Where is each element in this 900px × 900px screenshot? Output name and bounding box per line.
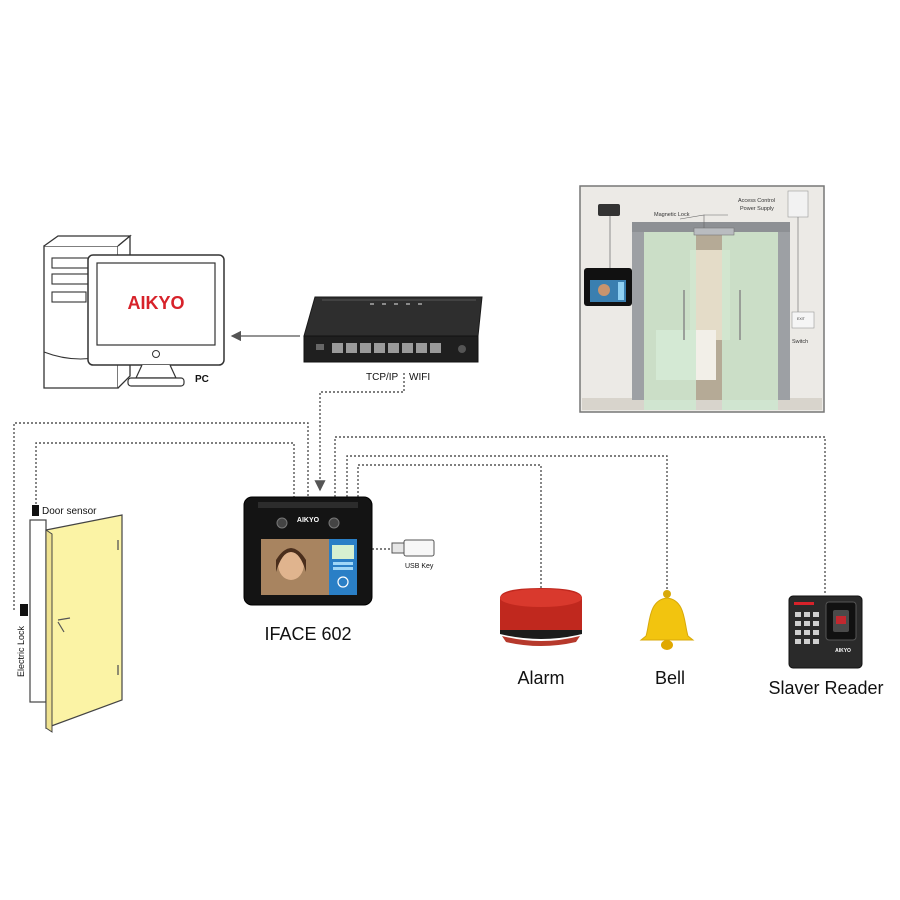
- device-brand-logo: AIKYO: [297, 517, 320, 524]
- usb-key: USB Key: [391, 539, 435, 570]
- door-panel: [45, 514, 123, 729]
- power-supply-box: [787, 190, 809, 218]
- door: Door sensor Electric Lock: [16, 505, 123, 733]
- bell-body: [639, 597, 695, 641]
- magnetic-lock-label: Magnetic Lock: [654, 212, 690, 218]
- door-sensor-marker: [32, 505, 39, 516]
- face-image: [278, 548, 304, 580]
- reader-keypad: [795, 612, 819, 644]
- monitor-brand-logo: AIKYO: [127, 293, 184, 313]
- switch-ports: [332, 343, 441, 353]
- glass-door-left: [644, 232, 696, 410]
- wifi-label: WIFI: [409, 372, 430, 383]
- iface-602-device: AIKYO IFACE 602: [243, 496, 373, 644]
- reader-brand-logo: AIKYO: [835, 648, 851, 654]
- door-sensor-label: Door sensor: [42, 506, 97, 517]
- network-switch: TCP/IP WIFI: [303, 296, 483, 383]
- bell: Bell: [639, 590, 695, 688]
- installation-scene: Magnetic Lock Access Control Power Suppl…: [579, 185, 825, 413]
- electric-lock-label: Electric Lock: [16, 625, 26, 677]
- slave-reader-label: Slaver Reader: [768, 678, 883, 698]
- slave-reader: AIKYO Slaver Reader: [768, 595, 884, 698]
- tcpip-label: TCP/IP: [366, 372, 399, 383]
- door-sensor-wire: [35, 442, 295, 508]
- device-name-label: IFACE 602: [264, 624, 351, 644]
- switch-label: Switch: [792, 339, 808, 345]
- usb-key-label: USB Key: [405, 563, 434, 570]
- device-camera-right: [328, 517, 340, 529]
- alarm-wire: [357, 464, 542, 590]
- electric-lock-marker: [20, 604, 28, 616]
- bell-label: Bell: [655, 668, 685, 688]
- alarm-label: Alarm: [517, 668, 564, 688]
- monitor-screen: [96, 262, 216, 346]
- pc-label: PC: [195, 374, 209, 385]
- power-supply-label-1: Access Control: [738, 198, 775, 204]
- door-handle: [57, 617, 71, 633]
- power-adapter-icon: [598, 204, 620, 216]
- device-camera-left: [276, 517, 288, 529]
- exit-switch: [791, 311, 815, 329]
- glass-door-right: [722, 232, 778, 410]
- connection-wires: [13, 330, 826, 610]
- exit-switch-text: EXIT: [797, 317, 806, 321]
- power-supply-label-2: Power Supply: [740, 206, 774, 212]
- bell-clapper: [661, 640, 673, 650]
- slave-reader-wire: [334, 436, 826, 595]
- bell-wire: [346, 455, 668, 590]
- electric-lock-wire: [13, 422, 309, 610]
- magnetic-lock: [693, 227, 735, 236]
- pc-computer: AIKYO PC: [43, 234, 225, 389]
- alarm-siren: Alarm: [500, 588, 582, 688]
- network-wire: [314, 373, 405, 492]
